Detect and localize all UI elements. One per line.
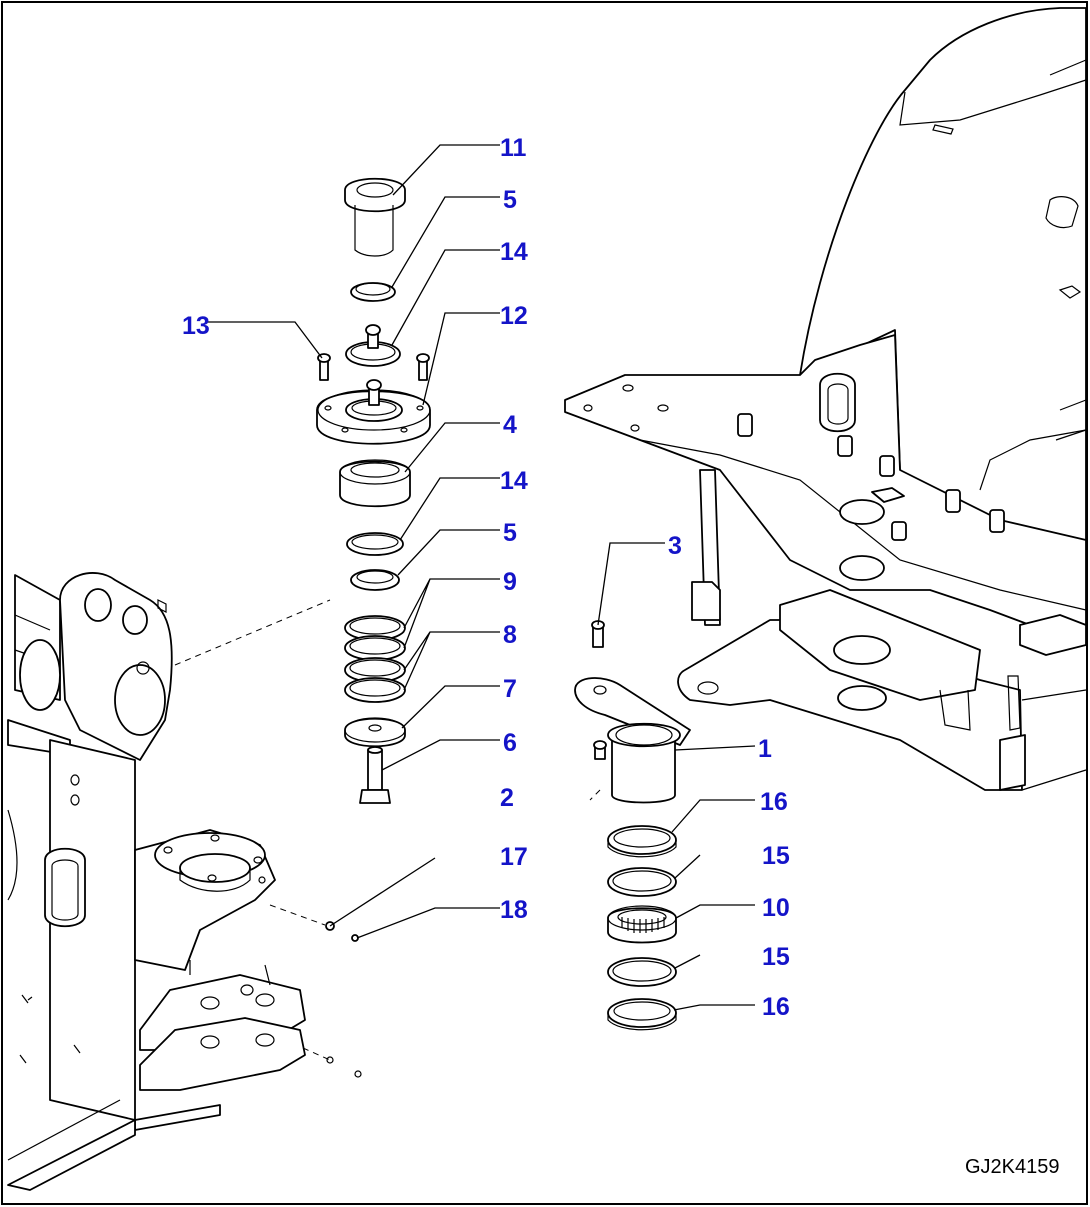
callout-7: 7 (503, 675, 517, 703)
part-11-cap (344, 177, 406, 257)
callout-4: 4 (503, 411, 517, 439)
part-16-seal-upper (607, 825, 677, 858)
part-12-flange (316, 379, 431, 445)
callout-14-upper: 14 (500, 238, 528, 266)
part-5-seal-lower (350, 569, 400, 591)
callout-10: 10 (762, 894, 790, 922)
callout-12: 12 (500, 302, 528, 330)
part-1-pin (574, 677, 691, 804)
callout-5-upper: 5 (503, 186, 517, 214)
part-4-bushing (339, 459, 411, 508)
callout-8: 8 (503, 621, 517, 649)
chassis-frame (564, 7, 1087, 791)
callout-15-lower: 15 (762, 943, 790, 971)
callout-5-lower: 5 (503, 519, 517, 547)
callout-2: 2 (500, 784, 514, 812)
pin-bearing-stack (574, 620, 691, 1031)
drawing-code: GJ2K4159 (965, 1156, 1060, 1178)
callout-3: 3 (668, 532, 682, 560)
callout-1: 1 (758, 735, 772, 763)
part-15-ring-lower (607, 957, 677, 987)
callout-6: 6 (503, 729, 517, 757)
callout-15-upper: 15 (762, 842, 790, 870)
axle-bracket-assembly (7, 572, 362, 1191)
callout-labels: 11 5 14 13 12 4 14 5 9 8 7 6 2 3 1 16 15… (182, 134, 790, 1021)
assembly-centreline (174, 599, 331, 666)
callout-16-lower: 16 (762, 993, 790, 1021)
callout-18: 18 (500, 896, 528, 924)
part-15-ring-upper (607, 867, 677, 897)
callout-11: 11 (500, 134, 527, 162)
part-10-bearing (607, 905, 677, 944)
part-5-seal-upper (350, 282, 396, 302)
part-6-bolt (359, 746, 391, 804)
part-9-shims (344, 615, 406, 661)
callout-9: 9 (503, 568, 517, 596)
part-16-seal-lower (607, 998, 677, 1031)
callout-16-upper: 16 (760, 788, 788, 816)
leader-lines (205, 144, 756, 1011)
part-14-ring-lower (346, 532, 404, 556)
part-7-washer (344, 717, 406, 748)
callout-17: 17 (500, 843, 528, 871)
pivot-pin-stack (316, 177, 431, 804)
part-14-ring-upper (345, 324, 401, 367)
callout-14-lower: 14 (500, 467, 528, 495)
part-8-shims (344, 657, 406, 703)
callout-13: 13 (182, 312, 210, 340)
